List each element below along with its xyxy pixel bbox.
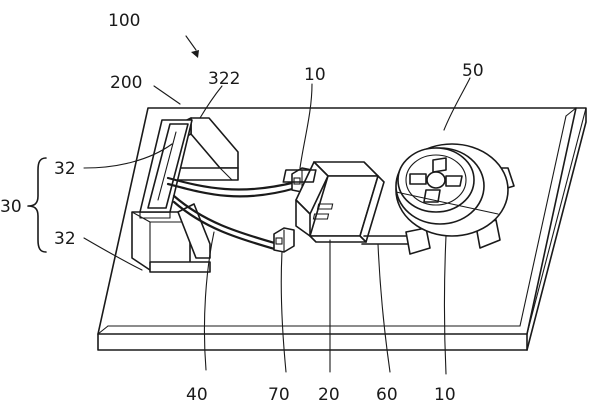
motor-50: [395, 143, 515, 255]
label-10-bottom: 10: [434, 385, 456, 405]
control-box-20: [282, 161, 385, 243]
reference-labels: 100 200 322 10 50 32 30 32 40 70 20 60 1…: [0, 11, 484, 405]
connector-70: [273, 227, 295, 253]
brace-30: [27, 157, 47, 253]
label-60: 60: [376, 385, 398, 405]
label-32-lower: 32: [54, 229, 76, 249]
label-100: 100: [108, 11, 140, 31]
label-32-upper: 32: [54, 159, 76, 179]
label-20: 20: [318, 385, 340, 405]
bar-200: [139, 119, 193, 219]
wire-40: [166, 176, 298, 252]
label-322: 322: [208, 69, 240, 89]
holder-32-lower: [131, 203, 211, 273]
label-10-top: 10: [304, 65, 326, 85]
leader-lines: [83, 35, 471, 375]
label-50: 50: [462, 61, 484, 81]
label-70: 70: [268, 385, 290, 405]
label-200: 200: [110, 73, 142, 93]
label-40: 40: [186, 385, 208, 405]
label-30: 30: [0, 197, 22, 217]
